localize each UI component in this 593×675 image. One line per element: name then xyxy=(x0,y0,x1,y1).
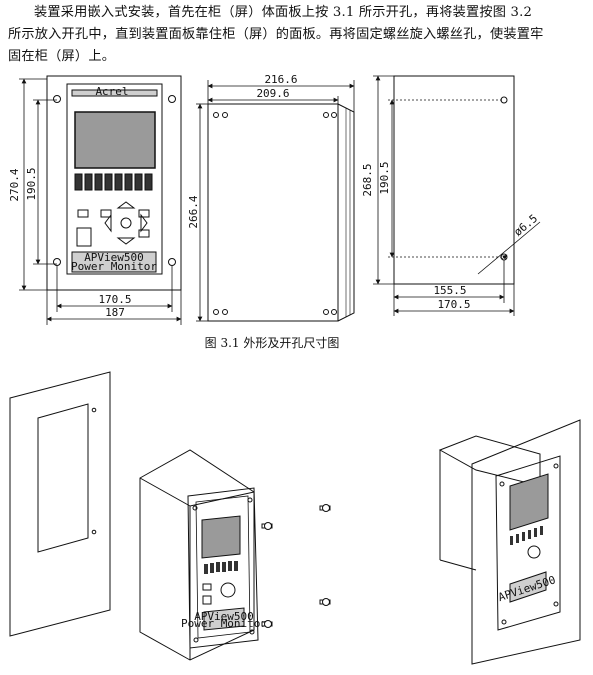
paragraph-line-3: 固在柜（屏）上。 xyxy=(8,49,116,64)
installed-bezel xyxy=(495,455,561,631)
front-dimension-lines xyxy=(19,78,182,325)
front-mount-hole-br xyxy=(168,258,176,266)
side-body-outline xyxy=(207,103,339,322)
front-keypad xyxy=(76,201,150,247)
side-depth-outer-label: 216.6 xyxy=(264,73,297,86)
device-nameplate xyxy=(203,607,245,631)
screw-top-left xyxy=(261,522,273,530)
installed-device xyxy=(438,419,581,665)
side-dimension-lines xyxy=(196,80,355,322)
cutout-rectangle xyxy=(393,75,515,285)
screw-bottom-right xyxy=(319,598,331,606)
paragraph-line-2: 所示放入开孔中，直到装置面板靠住柜（屏）的面板。再将固定螺丝旋入螺丝孔，使装置牢 xyxy=(8,27,544,42)
front-mount-hole-bl xyxy=(53,258,61,266)
front-panel-outline xyxy=(46,75,182,291)
front-view xyxy=(46,75,182,291)
cutout-view xyxy=(393,75,515,285)
panel-sheet xyxy=(9,371,111,637)
front-face xyxy=(66,83,163,275)
cutout-hole-diameter-label: ø6.5 xyxy=(511,212,540,239)
device-label-text: Power Monitor xyxy=(181,617,267,630)
front-height-inner-label: 190.5 xyxy=(25,167,38,200)
front-logo-strip xyxy=(71,89,158,97)
screw-bottom-left xyxy=(261,620,273,628)
paragraph-line-1: 装置采用嵌入式安装，首先在柜（屏）体面板上按 3.1 所示开孔，再将装置按图 3… xyxy=(34,5,533,20)
cutout-dimension-lines xyxy=(373,75,541,316)
panel-with-cutout xyxy=(9,371,111,637)
device-perspective xyxy=(139,449,259,661)
installed-device-body-top xyxy=(438,435,541,487)
front-width-outer-label: 187 xyxy=(105,306,125,319)
cutout-height-outer-label: 268.5 xyxy=(361,163,374,196)
installed-screen xyxy=(509,473,549,531)
installation-paragraph: 装置采用嵌入式安装，首先在柜（屏）体面板上按 3.1 所示开孔，再将装置按图 3… xyxy=(8,2,588,68)
device-logo-text: APView500 xyxy=(194,610,254,623)
cutout-width-outer-label: 170.5 xyxy=(437,298,470,311)
front-lcd-screen xyxy=(74,111,156,169)
front-led-row xyxy=(74,173,153,191)
front-name-plate xyxy=(71,251,157,273)
front-device-label: Power Monitor xyxy=(71,260,157,273)
cutout-width-inner-label: 155.5 xyxy=(433,284,466,297)
installed-panel-sheet xyxy=(471,419,581,665)
device-bezel xyxy=(187,487,259,649)
side-depth-inner-label: 209.6 xyxy=(256,87,289,100)
screw-top-right xyxy=(319,504,331,512)
front-width-inner-label: 170.5 xyxy=(98,293,131,306)
figure-3-1-caption: 图 3.1 外形及开孔尺寸图 xyxy=(205,336,340,350)
panel-cutout-opening xyxy=(37,403,89,553)
front-height-outer-label: 270.4 xyxy=(8,168,21,201)
mounting-screws xyxy=(261,504,331,628)
front-logo-text: Acrel xyxy=(95,85,128,98)
front-mount-hole-tr xyxy=(168,95,176,103)
side-view xyxy=(207,103,355,322)
front-model-text: APView500 xyxy=(84,251,144,264)
device-screen xyxy=(201,515,241,559)
device-housing xyxy=(139,449,255,661)
device-led-row xyxy=(204,561,238,574)
cutout-height-inner-label: 190.5 xyxy=(378,161,391,194)
front-mount-hole-tl xyxy=(53,95,61,103)
side-height-label: 266.4 xyxy=(187,195,200,228)
